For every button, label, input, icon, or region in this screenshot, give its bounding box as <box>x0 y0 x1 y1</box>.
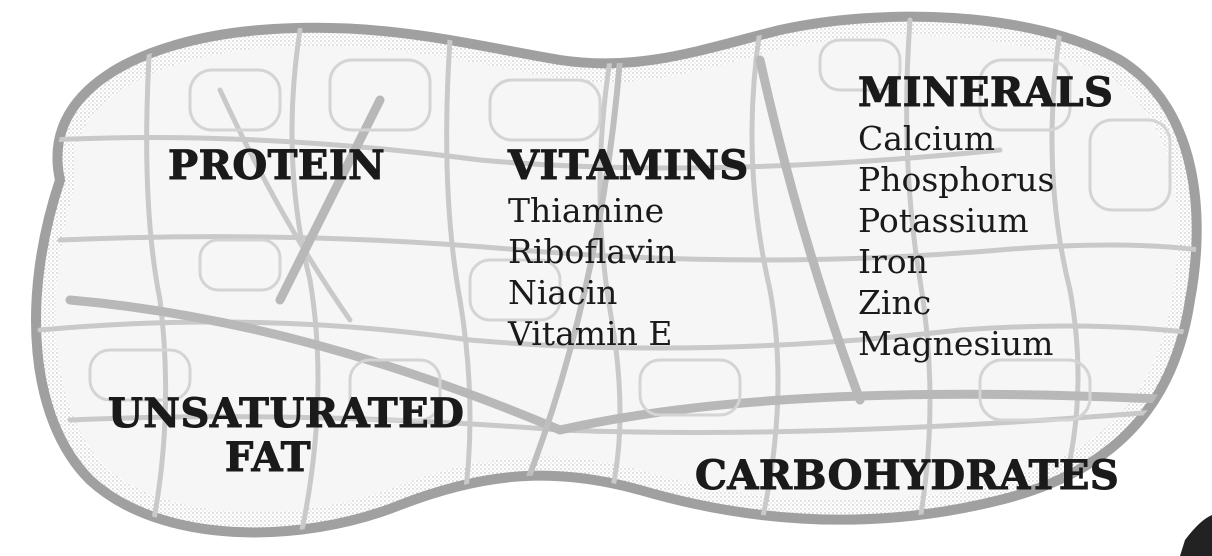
minerals-heading: MINERALS <box>858 73 1113 113</box>
carbohydrates-heading: CARBOHYDRATES <box>695 456 1119 496</box>
vitamin-item: Thiamine <box>508 190 677 231</box>
unsaturated-fat-line1: UNSATURATED <box>108 392 428 436</box>
shell-tip-mark <box>1180 515 1212 556</box>
vitamin-item: Niacin <box>508 272 677 313</box>
mineral-item: Zinc <box>858 282 1054 323</box>
unsaturated-fat-heading: UNSATURATED FAT <box>108 392 428 480</box>
vitamins-heading: VITAMINS <box>508 146 749 186</box>
mineral-item: Magnesium <box>858 323 1054 364</box>
vitamins-list: Thiamine Riboflavin Niacin Vitamin E <box>508 190 677 354</box>
minerals-list: Calcium Phosphorus Potassium Iron Zinc M… <box>858 118 1054 364</box>
vitamin-item: Vitamin E <box>508 313 677 354</box>
mineral-item: Phosphorus <box>858 159 1054 200</box>
mineral-item: Potassium <box>858 200 1054 241</box>
mineral-item: Iron <box>858 241 1054 282</box>
mineral-item: Calcium <box>858 118 1054 159</box>
unsaturated-fat-line2: FAT <box>108 436 428 480</box>
vitamin-item: Riboflavin <box>508 231 677 272</box>
protein-heading: PROTEIN <box>168 146 385 186</box>
